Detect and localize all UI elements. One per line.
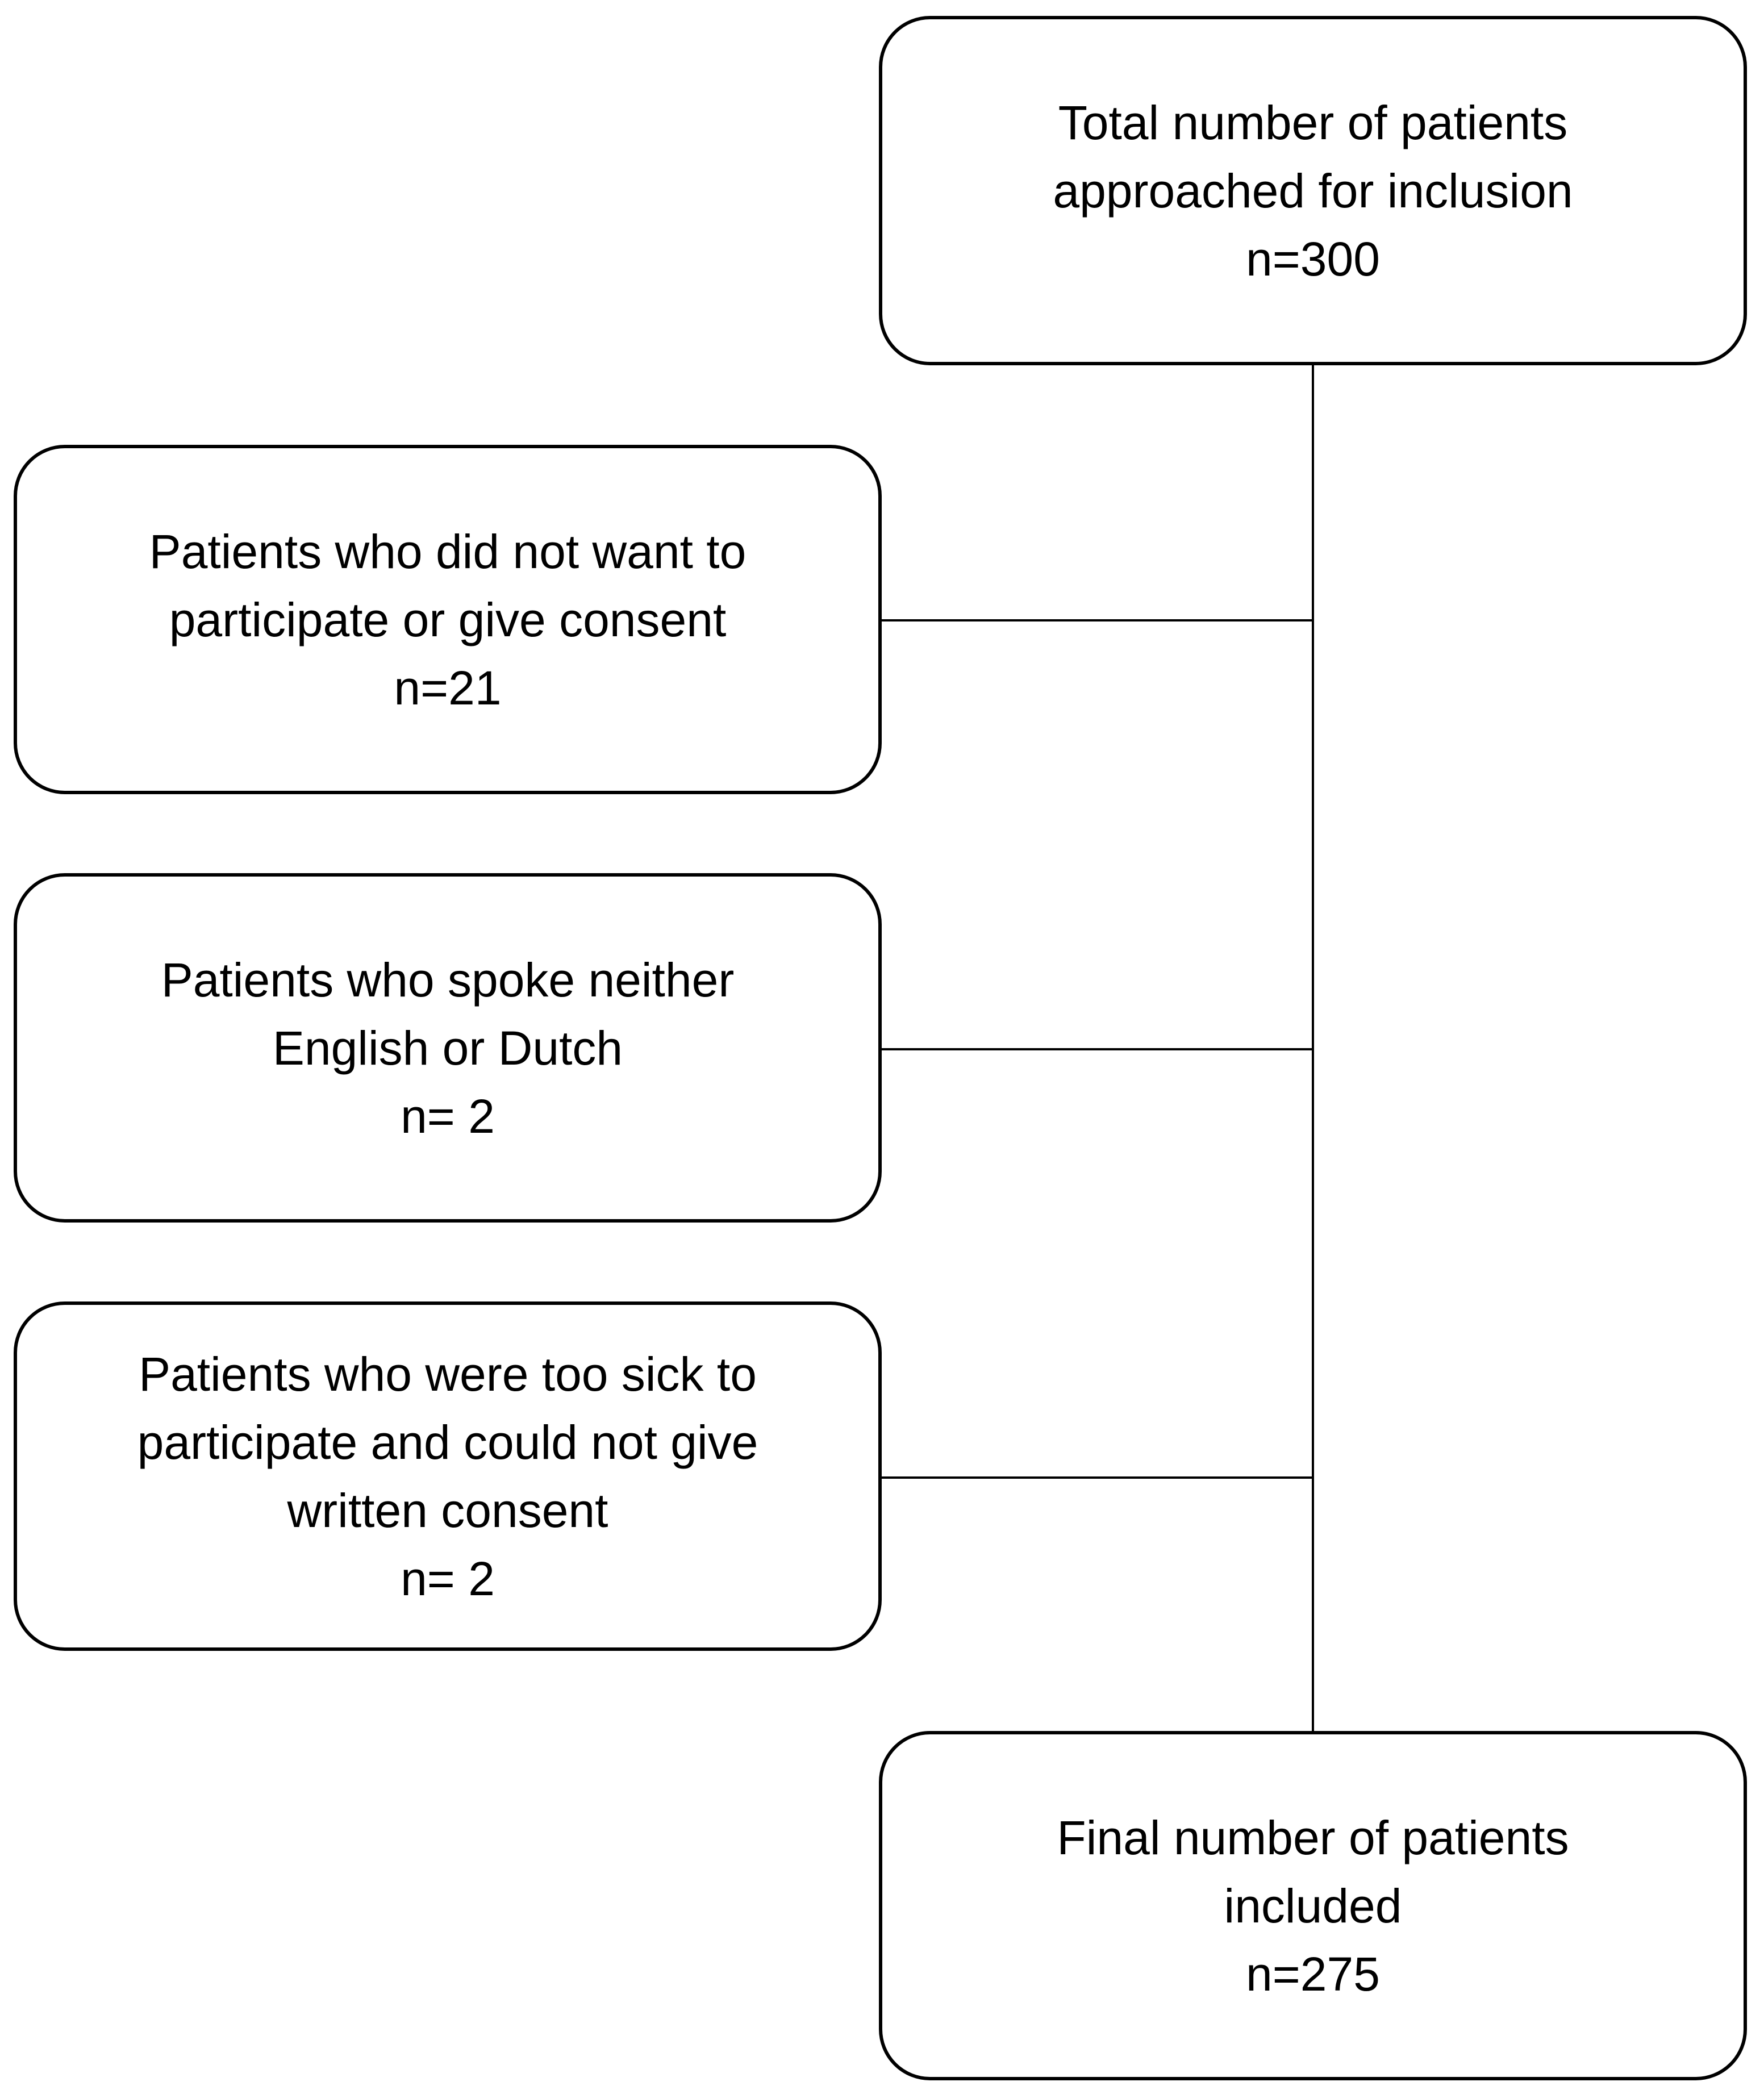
final-included-line-2: included <box>1224 1879 1402 1933</box>
excluded-language-box: Patients who spoke neither English or Du… <box>14 873 882 1223</box>
excluded-too-sick-line-3: written consent <box>287 1483 608 1537</box>
final-included-count: n=275 <box>1246 1947 1380 2001</box>
total-approached-line-2: approached for inclusion <box>1053 164 1573 218</box>
excluded-no-consent-count: n=21 <box>394 661 502 715</box>
total-approached-box: Total number of patients approached for … <box>879 16 1747 365</box>
excluded-no-consent-line-2: participate or give consent <box>169 593 727 646</box>
excluded-language-line-2: English or Dutch <box>272 1021 623 1075</box>
excluded-too-sick-box: Patients who were too sick to participat… <box>14 1301 882 1651</box>
excluded-too-sick-count: n= 2 <box>401 1551 495 1605</box>
total-approached-count: n=300 <box>1246 232 1380 286</box>
final-included-line-1: Final number of patients <box>1057 1811 1569 1864</box>
final-included-box: Final number of patients included n=275 <box>879 1731 1747 2080</box>
excluded-too-sick-line-2: participate and could not give <box>137 1415 758 1469</box>
excluded-too-sick-line-1: Patients who were too sick to <box>139 1347 757 1401</box>
excluded-language-count: n= 2 <box>401 1089 495 1143</box>
excluded-no-consent-box: Patients who did not want to participate… <box>14 445 882 794</box>
total-approached-line-1: Total number of patients <box>1058 95 1568 149</box>
excluded-language-line-1: Patients who spoke neither <box>161 953 735 1007</box>
excluded-no-consent-line-1: Patients who did not want to <box>149 524 747 578</box>
